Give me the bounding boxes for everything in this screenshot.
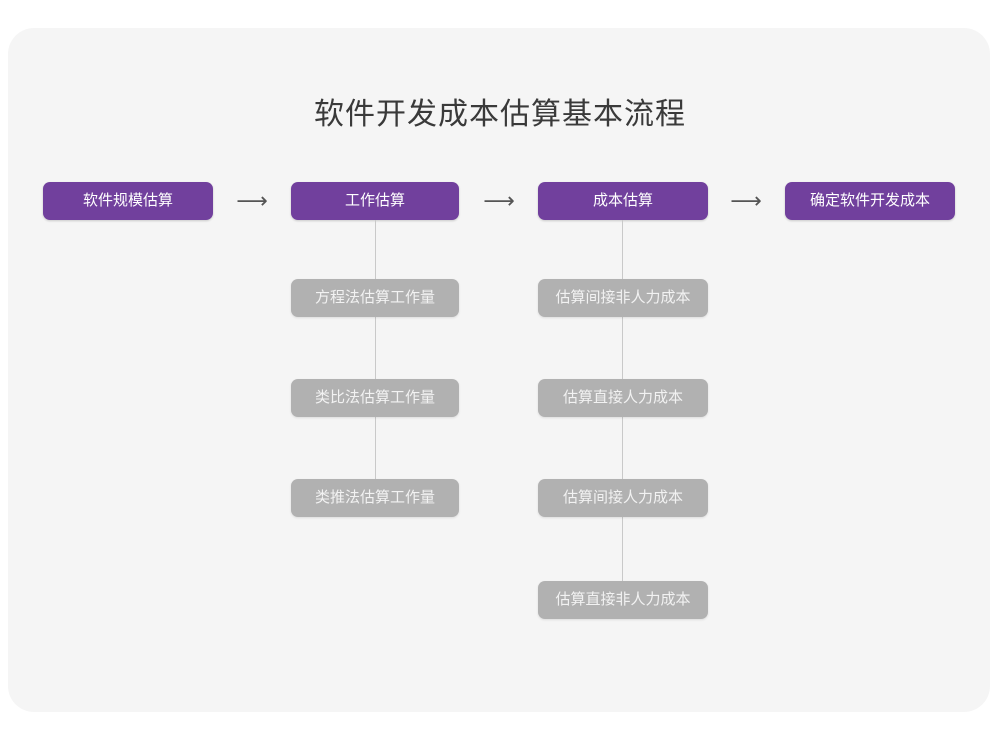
connector-line-effort-2 [375,317,376,379]
arrow-right-icon-1: ⟶ [236,188,268,213]
page-title: 软件开发成本估算基本流程 [314,98,686,131]
connector-line-effort-3 [375,417,376,479]
flow-node-determine-development-cost[interactable]: 确定软件开发成本 [785,182,955,220]
diagram-card [8,28,990,712]
flow-node-effort-estimation[interactable]: 工作估算 [291,182,459,220]
flow-node-cost-estimation[interactable]: 成本估算 [538,182,708,220]
sub-node-equation-method-effort[interactable]: 方程法估算工作量 [291,279,459,317]
connector-line-effort-1 [375,220,376,279]
sub-node-analogy-method-effort[interactable]: 类比法估算工作量 [291,379,459,417]
arrow-right-icon-3: ⟶ [730,188,762,213]
connector-line-cost-2 [622,317,623,379]
flow-node-software-scale-estimation[interactable]: 软件规模估算 [43,182,213,220]
connector-line-cost-4 [622,517,623,581]
sub-node-indirect-labor-cost[interactable]: 估算间接人力成本 [538,479,708,517]
connector-line-cost-1 [622,220,623,279]
sub-node-indirect-non-labor-cost[interactable]: 估算间接非人力成本 [538,279,708,317]
sub-node-inference-method-effort[interactable]: 类推法估算工作量 [291,479,459,517]
sub-node-direct-non-labor-cost[interactable]: 估算直接非人力成本 [538,581,708,619]
arrow-right-icon-2: ⟶ [483,188,515,213]
sub-node-direct-labor-cost[interactable]: 估算直接人力成本 [538,379,708,417]
connector-line-cost-3 [622,417,623,479]
